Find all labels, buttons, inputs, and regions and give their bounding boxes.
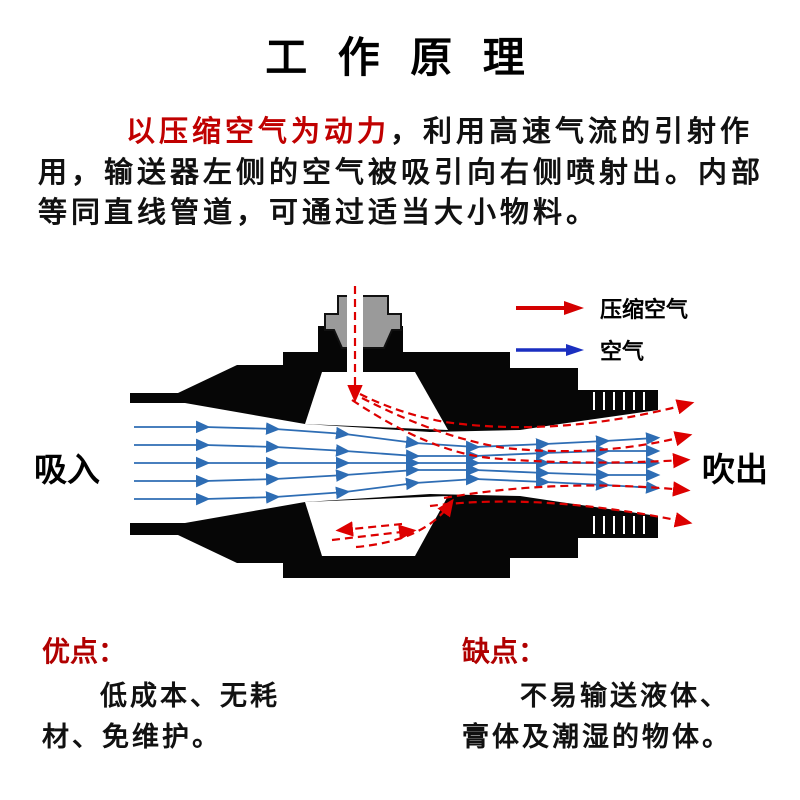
legend-compressed-air: 压缩空气 bbox=[514, 292, 688, 324]
page-title: 工 作 原 理 bbox=[265, 36, 535, 82]
outlet-label: 吹出 bbox=[702, 453, 768, 489]
intro-rest: ，利用高速气流的引射作用，输送器左侧的空气被吸引向右侧喷射出。内部等同直线管道，… bbox=[38, 116, 765, 230]
intake-label: 吸入 bbox=[34, 453, 100, 489]
compressed-air-arrow-icon bbox=[516, 301, 584, 315]
air-mover-cross-section bbox=[130, 284, 695, 578]
air-streamlines bbox=[134, 420, 661, 506]
legend-air-label: 空气 bbox=[600, 339, 645, 364]
legend-air: 空气 bbox=[514, 334, 644, 366]
legend-compressed-air-label: 压缩空气 bbox=[600, 297, 689, 322]
air-arrow-icon bbox=[516, 344, 584, 356]
advantages-heading: 优点： bbox=[42, 637, 127, 668]
intro-paragraph: 以压缩空气为动力，利用高速气流的引射作用，输送器左侧的空气被吸引向右侧喷射出。内… bbox=[38, 112, 768, 234]
advantages-text: 低成本、无耗材、免维护。 bbox=[42, 681, 280, 752]
lower-air-cavity bbox=[305, 496, 448, 556]
intro-highlight: 以压缩空气为动力 bbox=[126, 116, 391, 148]
thread-ridges bbox=[593, 392, 645, 534]
disadvantages-text: 不易输送液体、膏体及潮湿的物体。 bbox=[462, 681, 732, 752]
compressed-air-streamlines bbox=[331, 286, 695, 549]
disadvantages-heading: 缺点： bbox=[462, 637, 547, 668]
fitting-bore-slot bbox=[347, 284, 363, 388]
